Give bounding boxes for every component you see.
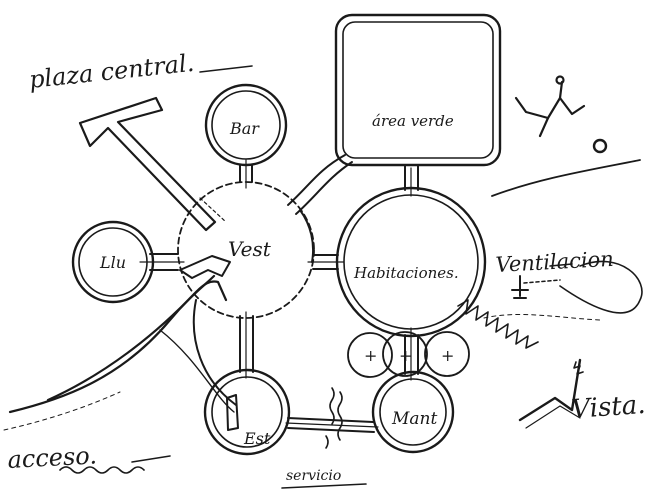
plaza-arrow xyxy=(78,96,227,232)
soccer-player-figure xyxy=(491,75,641,197)
plus-circle-left xyxy=(347,332,393,378)
ventilacion-tail xyxy=(549,263,573,267)
acceso-label: acceso. xyxy=(7,441,98,474)
vest-label: Vest xyxy=(228,237,272,261)
vista-wedge-inner xyxy=(525,405,581,429)
ventilation-dashed xyxy=(523,279,561,284)
wave-1 xyxy=(329,387,335,425)
acceso-squiggle xyxy=(59,466,145,474)
windmill-icon xyxy=(511,275,529,299)
plaza-arrow-trail xyxy=(199,197,227,223)
bar-label: Bar xyxy=(229,119,260,138)
hab-mant-link xyxy=(404,334,419,375)
est-entry-marker xyxy=(226,394,239,431)
servicio-underline xyxy=(281,483,367,489)
plaza-underline xyxy=(199,65,253,73)
player-body xyxy=(538,80,564,138)
player-leg xyxy=(558,96,586,116)
mant-bubble xyxy=(371,370,455,454)
ventilacion-label: Ventilacion xyxy=(495,247,614,277)
lluv-vest-link xyxy=(149,253,179,271)
wave-3 xyxy=(325,435,329,449)
servicio-label: servicio xyxy=(286,468,341,484)
ventilation xyxy=(457,260,643,349)
acceso-to-est-curve-2 xyxy=(159,329,235,413)
ventilation-dashed-2 xyxy=(483,314,601,321)
habitaciones-bubble xyxy=(335,186,487,338)
plus-sign-left: + xyxy=(364,346,377,365)
vest-hab-link xyxy=(312,254,339,270)
habitaciones-bubble-inner xyxy=(343,194,479,330)
plus-circles xyxy=(347,331,470,378)
bar-vest-link xyxy=(239,164,253,183)
area-verde-label: área verde xyxy=(372,112,454,130)
vista-hatch xyxy=(573,361,584,375)
servicio-waves xyxy=(325,387,343,449)
est-bubble-inner xyxy=(211,376,283,448)
vest-verde-diag xyxy=(287,154,346,206)
ventilation-zigzag xyxy=(457,299,539,349)
acceso-path-inner xyxy=(46,280,228,402)
est-label: Est xyxy=(243,429,271,448)
ventilation-loop xyxy=(559,260,643,314)
vest-est-link xyxy=(239,315,254,373)
est-bubble xyxy=(203,368,291,456)
acceso-dashed-line xyxy=(3,391,121,431)
vest-verde-diag-2 xyxy=(295,161,353,215)
vest-entry-marker xyxy=(179,255,231,279)
plus-circle-mid xyxy=(382,331,428,377)
vest-bubble-solid-arc xyxy=(299,209,315,263)
est-mant-link xyxy=(287,417,375,433)
ground-line xyxy=(491,159,641,197)
connectors xyxy=(139,154,419,433)
verde-hab-link xyxy=(404,164,419,191)
vista-wedge xyxy=(518,358,582,422)
vista-label: Vista. xyxy=(570,390,646,425)
plaza-arrow-head xyxy=(78,96,217,232)
plaza-central-label: plaza central. xyxy=(28,49,196,94)
plus-sign-mid: + xyxy=(399,346,412,365)
area-verde-block xyxy=(334,13,502,167)
plus-sign-right: + xyxy=(441,346,454,365)
acceso-dash xyxy=(131,455,171,463)
area-verde-block-inner xyxy=(342,21,494,159)
acceso-path xyxy=(3,255,239,431)
est-mant-axis xyxy=(285,422,379,428)
player-head xyxy=(555,75,565,85)
plus-signs: + + + xyxy=(364,346,454,365)
bar-bubble-inner xyxy=(211,90,281,160)
mant-label: Mant xyxy=(391,409,437,429)
vista-mark xyxy=(518,358,584,429)
plus-circle-right xyxy=(424,331,470,377)
player-arm xyxy=(514,96,550,120)
habitaciones-label: Habitaciones. xyxy=(353,264,459,282)
underlines xyxy=(59,65,573,489)
wave-2 xyxy=(337,391,343,441)
lluv-label: Llu xyxy=(99,253,126,272)
ball-icon xyxy=(592,138,608,154)
mant-bubble-inner xyxy=(379,378,447,446)
acceso-to-est-curve xyxy=(192,299,237,406)
